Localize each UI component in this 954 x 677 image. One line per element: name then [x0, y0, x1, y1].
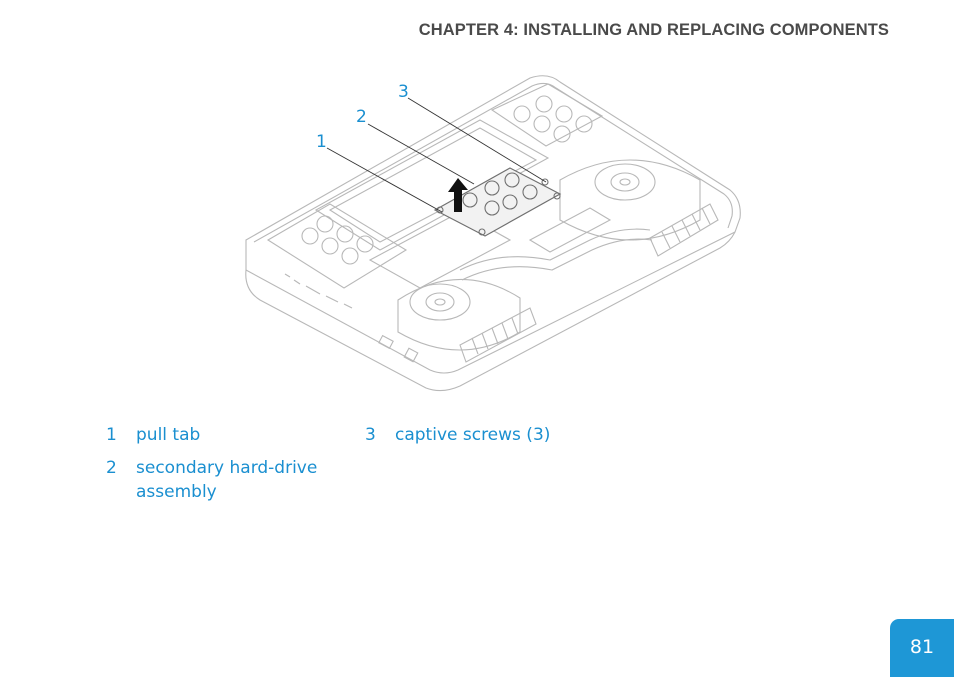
legend-number: 3 [365, 425, 376, 445]
legend-number: 2 [106, 458, 117, 478]
callout-2: 2 [356, 107, 367, 127]
legend-number: 1 [106, 425, 117, 445]
callout-1: 1 [316, 132, 327, 152]
chapter-header: CHAPTER 4: INSTALLING AND REPLACING COMP… [418, 21, 889, 39]
page-number: 81 [909, 636, 935, 658]
laptop-bottom-illustration: 1 2 3 [230, 70, 760, 400]
legend-text: pull tab [136, 425, 201, 445]
legend-text: captive screws (3) [395, 425, 551, 445]
legend-text: secondary hard-drive assembly [136, 458, 318, 502]
laptop-drawing [245, 75, 741, 392]
callout-3: 3 [398, 82, 409, 102]
page-number-tab: 81 [890, 619, 954, 677]
